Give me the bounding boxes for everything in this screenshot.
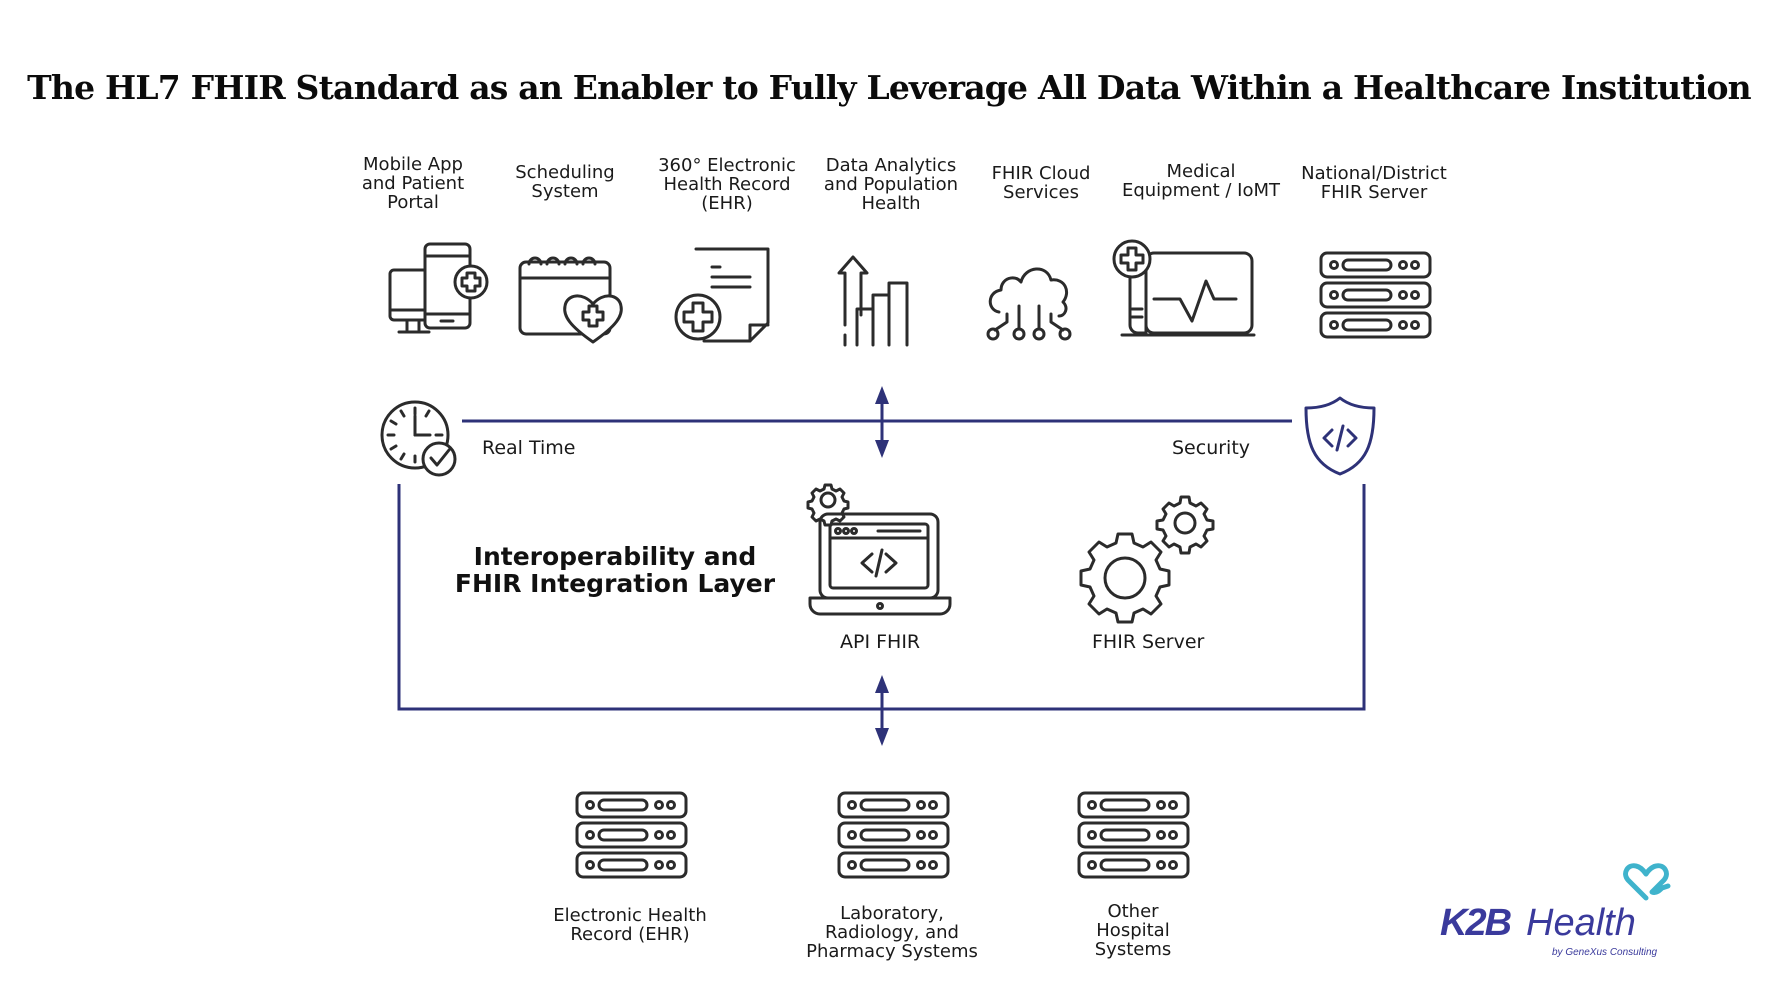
label-line: FHIR Server	[1320, 182, 1428, 203]
label-line: Portal	[387, 192, 439, 213]
label-line: Health Record	[663, 174, 791, 195]
label-national: National/District FHIR Server	[1301, 164, 1447, 202]
server-rack-icon	[1318, 250, 1433, 340]
medical-document-icon	[672, 245, 777, 345]
security-shield-icon	[1300, 394, 1380, 478]
label-line: Radiology, and	[825, 922, 959, 943]
label-line: Scheduling	[515, 162, 615, 183]
label-bottom-lab: Laboratory, Radiology, and Pharmacy Syst…	[806, 904, 978, 961]
label-bottom-other: Other Hospital Systems	[1095, 902, 1172, 959]
label-cloud: FHIR Cloud Services	[992, 164, 1091, 202]
security-label: Security	[1172, 437, 1251, 459]
logo-byline: by GeneXus Consulting	[1552, 947, 1658, 958]
label-line: System	[531, 181, 599, 202]
integration-layer-title: Interoperability and FHIR Integration La…	[455, 543, 775, 597]
label-ehr-360: 360° Electronic Health Record (EHR)	[658, 156, 796, 213]
label-line: Systems	[1094, 939, 1172, 960]
label-line: Hospital	[1096, 920, 1170, 941]
logo-brand-bold: K2B	[1440, 902, 1512, 944]
server-rack-icon	[836, 790, 951, 880]
label-mobile-app: Mobile App and Patient Portal	[362, 155, 464, 212]
growth-chart-icon	[835, 253, 930, 348]
api-laptop-icon	[806, 478, 956, 623]
label-line: and Population	[823, 174, 959, 195]
medical-monitor-icon	[1108, 237, 1258, 342]
label-line: Pharmacy Systems	[806, 941, 978, 962]
api-fhir-label: API FHIR	[840, 631, 921, 653]
logo-brand-light: Health	[1526, 902, 1636, 944]
cloud-network-icon	[985, 258, 1080, 343]
label-line: and Patient	[361, 173, 465, 194]
server-rack-icon	[574, 790, 689, 880]
diagram-title: The HL7 FHIR Standard as an Enabler to F…	[27, 68, 1752, 107]
fhir-server-label: FHIR Server	[1092, 631, 1205, 653]
bidirectional-arrow-top	[875, 386, 889, 458]
label-line: National/District	[1301, 163, 1447, 184]
label-line: Equipment / IoMT	[1121, 180, 1281, 201]
heart-pulse-icon	[1623, 863, 1671, 901]
calendar-heart-icon	[515, 250, 625, 345]
label-line: Electronic Health	[553, 905, 707, 926]
gears-icon	[1070, 488, 1220, 628]
label-line: Data Analytics	[825, 155, 957, 176]
label-line: Mobile App	[363, 154, 463, 175]
label-line: FHIR Cloud	[991, 163, 1091, 184]
label-analytics: Data Analytics and Population Health	[824, 156, 958, 213]
label-iomt: Medical Equipment / IoMT	[1122, 162, 1280, 200]
label-line: Health	[861, 193, 921, 214]
label-line: Record (EHR)	[570, 924, 690, 945]
layer-title-line: Interoperability and	[473, 542, 757, 571]
k2b-health-logo: K2B Health by GeneXus Consulting	[1440, 860, 1720, 958]
label-line: (EHR)	[701, 193, 753, 214]
label-line: 360° Electronic	[658, 155, 796, 176]
label-line: Medical	[1166, 161, 1236, 182]
layer-title-line: FHIR Integration Layer	[454, 569, 776, 598]
label-line: Services	[1003, 182, 1079, 203]
label-line: Laboratory,	[840, 903, 944, 924]
mobile-app-icon	[385, 240, 505, 345]
real-time-label: Real Time	[482, 437, 576, 459]
label-bottom-ehr: Electronic Health Record (EHR)	[553, 906, 707, 944]
server-rack-icon	[1076, 790, 1191, 880]
bidirectional-arrow-bottom	[875, 675, 889, 746]
label-line: Other	[1107, 901, 1159, 922]
clock-check-icon	[378, 398, 460, 480]
label-scheduling: Scheduling System	[515, 163, 614, 201]
